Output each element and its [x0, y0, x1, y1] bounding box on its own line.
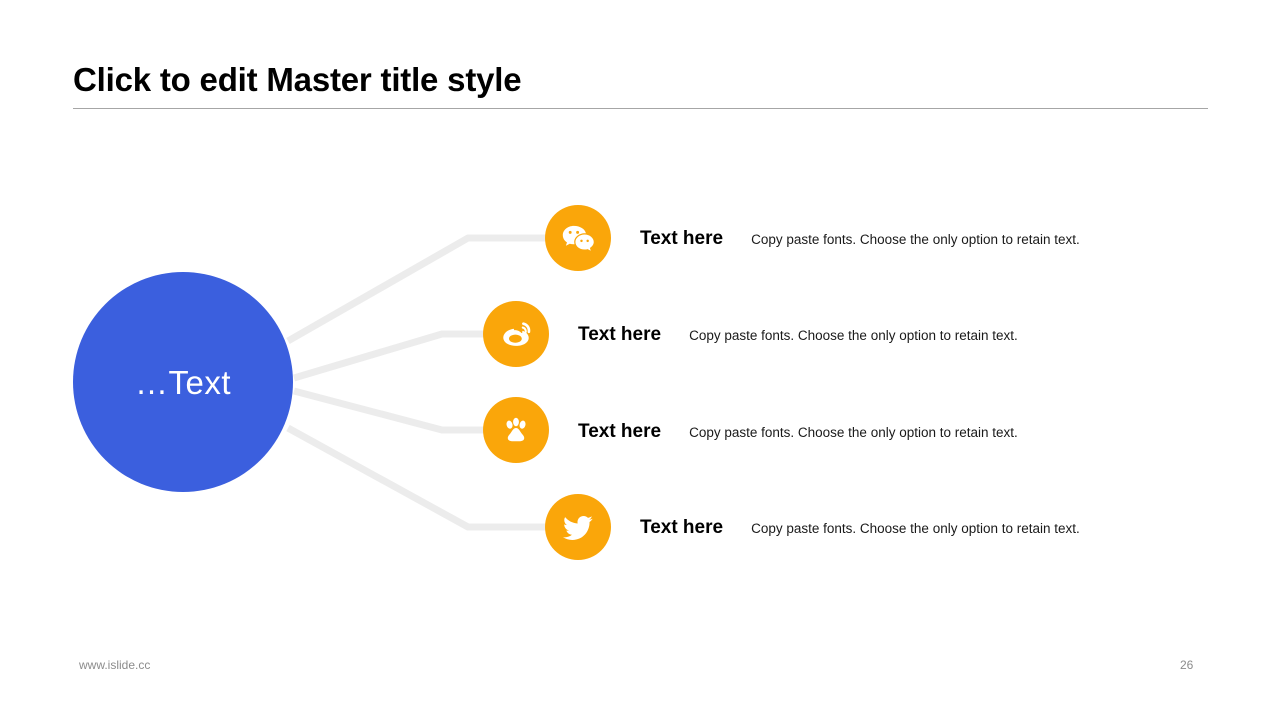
row-heading: Text here	[578, 324, 662, 345]
row-body: Copy paste fonts. Choose the only option…	[689, 425, 1018, 440]
row-body: Copy paste fonts. Choose the only option…	[689, 328, 1018, 343]
list-item[interactable]: Text here Copy paste fonts. Choose the o…	[640, 517, 1080, 539]
row-heading: Text here	[578, 421, 662, 442]
connector-line-1	[286, 234, 552, 345]
connector-line-2	[293, 330, 500, 382]
connector-line-3	[293, 387, 500, 434]
twitter-bird-icon	[563, 515, 593, 540]
footer-page-number: 26	[1180, 658, 1194, 672]
icon-badge-baidu[interactable]	[483, 397, 549, 463]
list-item[interactable]: Text here Copy paste fonts. Choose the o…	[640, 228, 1080, 250]
icon-badge-wechat[interactable]	[545, 205, 611, 271]
row-heading: Text here	[640, 517, 724, 538]
icon-badge-weibo[interactable]	[483, 301, 549, 367]
title-divider	[73, 108, 1208, 109]
weibo-icon	[503, 322, 531, 346]
row-body: Copy paste fonts. Choose the only option…	[751, 521, 1080, 536]
icon-badge-twitter[interactable]	[545, 494, 611, 560]
baidu-paw-icon	[506, 417, 526, 442]
row-heading: Text here	[640, 228, 724, 249]
hub-circle[interactable]: …Text	[73, 272, 293, 492]
wechat-icon	[562, 225, 594, 251]
footer-website[interactable]: www.islide.cc	[79, 658, 151, 672]
title-block: Click to edit Master title style	[73, 58, 1208, 102]
row-body: Copy paste fonts. Choose the only option…	[751, 232, 1080, 247]
connector-line-4	[286, 424, 552, 531]
hub-label: …Text	[134, 363, 232, 401]
list-item[interactable]: Text here Copy paste fonts. Choose the o…	[578, 421, 1018, 443]
list-item[interactable]: Text here Copy paste fonts. Choose the o…	[578, 324, 1018, 346]
page-title[interactable]: Click to edit Master title style	[73, 61, 522, 98]
